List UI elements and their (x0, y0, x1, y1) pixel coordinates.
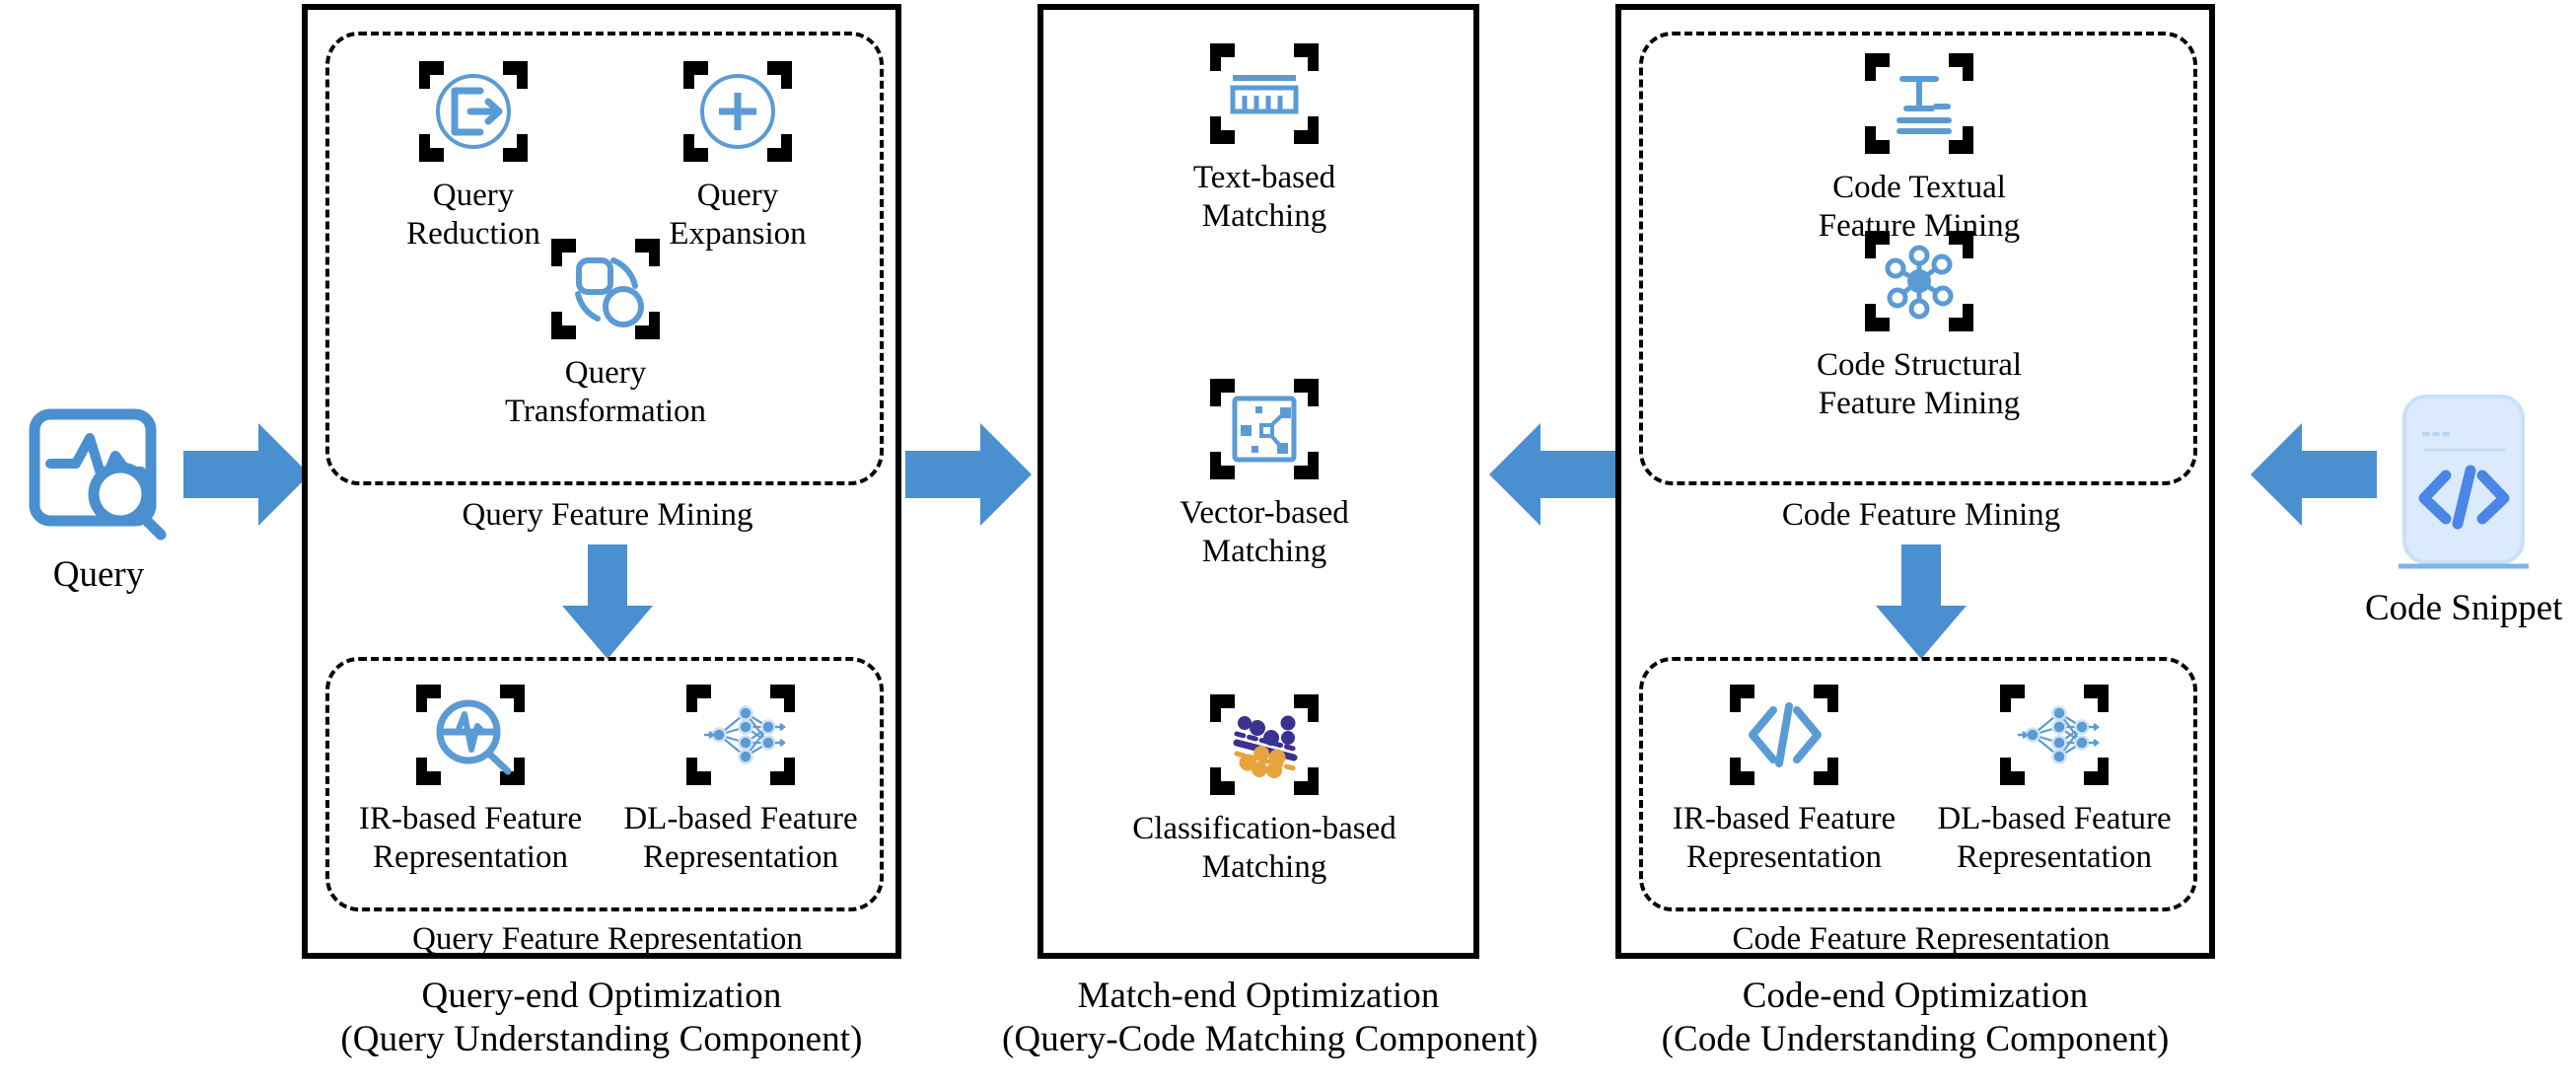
text-format-lines-icon (1865, 49, 1973, 158)
cell-query-reduction[interactable]: Query Reduction (359, 57, 588, 254)
group-code-feature-representation-label: Code Feature Representation (1732, 921, 2111, 957)
neural-network-icon (686, 681, 795, 789)
group-code-feature-mining (1639, 32, 2197, 485)
cell-code-dl-based-label: DL-based Feature Representation (1937, 801, 2172, 875)
endpoint-query: Query (10, 402, 187, 596)
cell-text-based-matching-label: Text-based Matching (1192, 160, 1336, 234)
cell-query-transformation[interactable]: Query Transformation (491, 235, 720, 431)
cell-text-based-matching[interactable]: Text-based Matching (1043, 39, 1485, 236)
arrow-query-panel-to-match-panel (905, 419, 1034, 535)
endpoint-code-snippet: Code Snippet (2365, 387, 2562, 629)
panel-match-end-caption-line2: (Query-Code Matching Component) (1002, 1018, 1538, 1059)
cell-vector-based-matching[interactable]: Vector-based Matching (1043, 375, 1485, 571)
panel-match-end-caption: Match-end Optimization (Query-Code Match… (1002, 975, 1538, 1060)
cell-classification-based-matching-label: Classification-based Matching (1132, 811, 1396, 885)
node-graph-hub-icon (1865, 227, 1973, 335)
query-monitor-search-icon (10, 402, 187, 545)
cell-query-ir-based-label: IR-based Feature Representation (358, 801, 583, 875)
group-query-feature-mining (325, 32, 884, 485)
cell-query-expansion-label: Query Expansion (669, 178, 807, 252)
panel-code-end-caption: Code-end Optimization (Code Understandin… (1615, 975, 2215, 1060)
cell-code-textual-feature-mining-label: Code Textual Feature Mining (1818, 170, 2021, 244)
cell-query-dl-based-feature-representation[interactable]: DL-based Feature Representation (609, 681, 872, 877)
code-brackets-icon (1730, 681, 1838, 789)
plus-circle-icon (683, 57, 792, 166)
cell-query-dl-based-label: DL-based Feature Representation (623, 801, 858, 875)
group-query-feature-representation-label: Query Feature Representation (412, 921, 803, 957)
cell-code-ir-based-label: IR-based Feature Representation (1672, 801, 1896, 875)
vector-graph-icon (1210, 375, 1319, 483)
endpoint-query-label: Query (52, 554, 145, 595)
neural-network-icon (2000, 681, 2109, 789)
pulse-magnifier-icon (416, 681, 525, 789)
cell-code-dl-based-feature-representation[interactable]: DL-based Feature Representation (1923, 681, 2185, 877)
panel-code-end-optimization: Code Textual Feature Mining (1615, 4, 2215, 959)
scatter-classifier-icon (1210, 690, 1319, 799)
panel-match-end-caption-line1: Match-end Optimization (1077, 976, 1440, 1016)
logout-arrow-icon (419, 57, 528, 166)
panel-query-end-caption: Query-end Optimization (Query Understand… (302, 975, 901, 1060)
panel-query-end-optimization: Query Reduction Query Expansion (302, 4, 901, 959)
cell-vector-based-matching-label: Vector-based Matching (1180, 495, 1349, 569)
panel-match-end-optimization: Text-based Matching (1038, 4, 1479, 959)
arrow-query-mining-to-representation (558, 544, 657, 666)
panel-query-end-caption-line1: Query-end Optimization (421, 976, 782, 1016)
arrow-code-mining-to-representation (1872, 544, 1970, 666)
panel-code-end-caption-line2: (Code Understanding Component) (1661, 1018, 2170, 1059)
cell-code-structural-feature-mining[interactable]: Code Structural Feature Mining (1805, 227, 2034, 423)
cell-query-reduction-label: Query Reduction (406, 178, 540, 252)
arrow-query-to-query-panel (183, 419, 312, 535)
arrow-code-panel-to-match-panel (1487, 419, 1615, 535)
panel-code-end-caption-line1: Code-end Optimization (1742, 976, 2089, 1016)
cell-code-textual-feature-mining[interactable]: Code Textual Feature Mining (1805, 49, 2034, 246)
cell-code-ir-based-feature-representation[interactable]: IR-based Feature Representation (1653, 681, 1915, 877)
endpoint-code-snippet-label: Code Snippet (2365, 588, 2563, 628)
cell-query-ir-based-feature-representation[interactable]: IR-based Feature Representation (339, 681, 602, 877)
transform-rotate-icon (551, 235, 660, 343)
cell-classification-based-matching[interactable]: Classification-based Matching (1043, 690, 1485, 887)
panel-query-end-caption-line2: (Query Understanding Component) (340, 1018, 863, 1059)
group-query-feature-mining-label: Query Feature Mining (462, 497, 753, 533)
group-code-feature-representation (1639, 657, 2197, 911)
cell-query-expansion[interactable]: Query Expansion (623, 57, 852, 254)
cell-code-structural-feature-mining-label: Code Structural Feature Mining (1816, 347, 2023, 421)
ruler-text-lines-icon (1210, 39, 1319, 148)
code-snippet-card-icon (2365, 387, 2562, 579)
arrow-code-snippet-to-code-panel (2249, 419, 2377, 535)
group-code-feature-mining-label: Code Feature Mining (1781, 497, 2061, 533)
group-query-feature-representation (325, 657, 884, 911)
cell-query-transformation-label: Query Transformation (504, 355, 707, 429)
